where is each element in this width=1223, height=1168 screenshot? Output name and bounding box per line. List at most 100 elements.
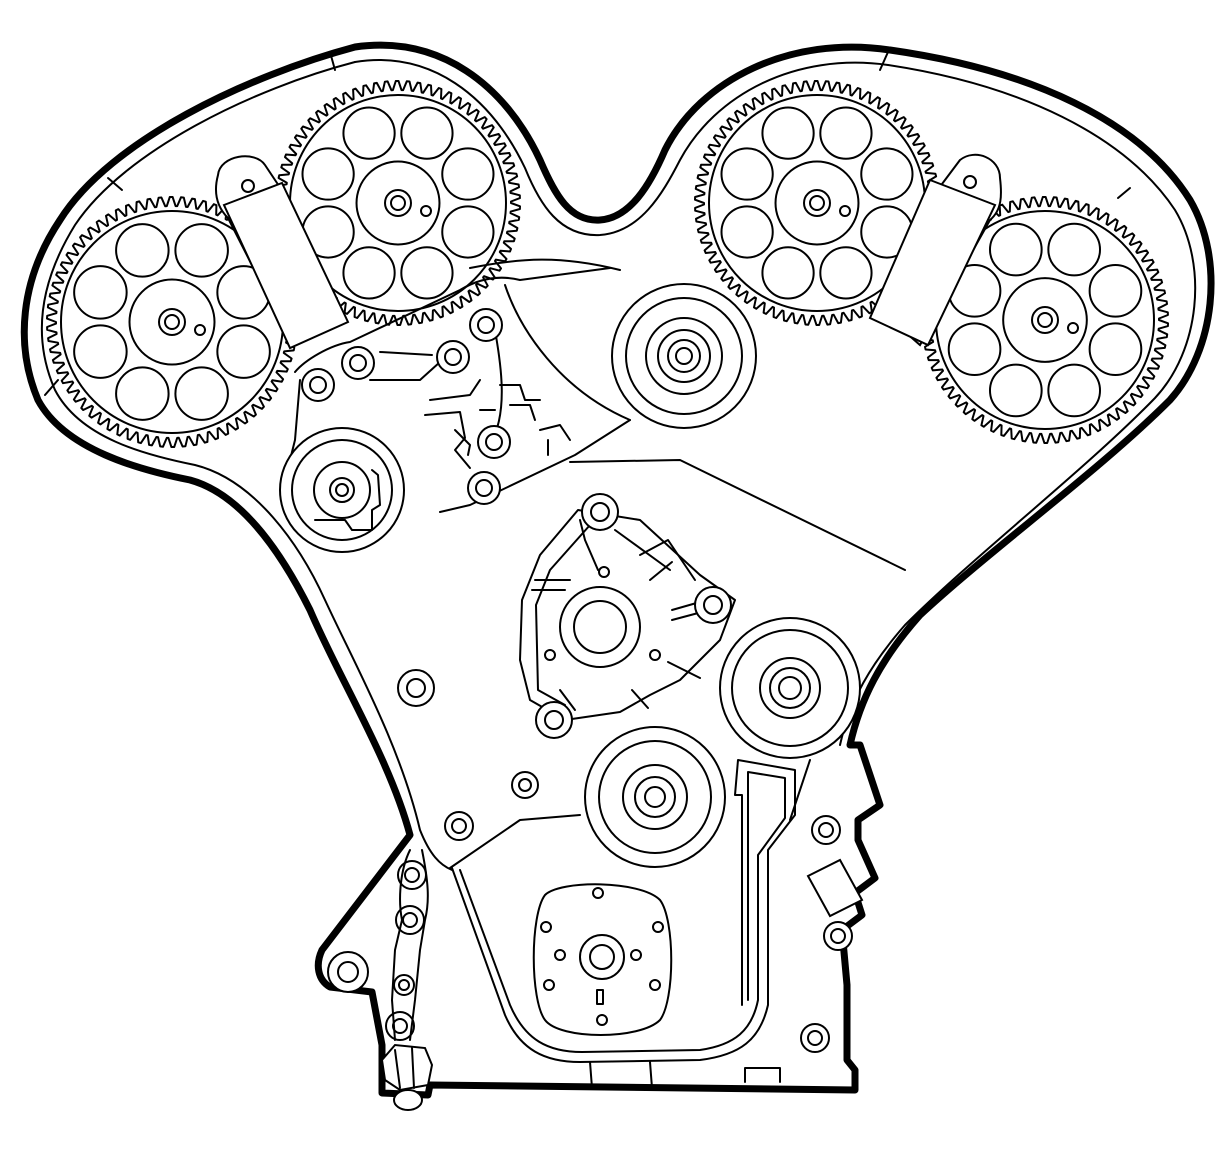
bracket-bolt-right-ring (694, 586, 732, 624)
bracket-bolt-right-ring (703, 595, 723, 615)
bracket-pin (544, 649, 556, 661)
upper-bracket-bolt (341, 346, 375, 380)
right-belt-tensioner (868, 153, 1002, 347)
cover-bolt-ring (807, 1030, 823, 1046)
center-idler-hub-ring (573, 600, 627, 654)
lower-center-idler-pulley-ring (634, 776, 676, 818)
chain-hole-ring (393, 974, 415, 996)
sprocket-hole (73, 265, 128, 320)
upper-center-idler-pulley-ring (611, 283, 757, 429)
sprocket-hole (441, 205, 495, 259)
lower-center-idler-pulley-ring (584, 726, 726, 868)
sprocket-hole (720, 147, 774, 201)
lower-center-idler-pulley-ring (622, 764, 688, 830)
sprocket-hole (1088, 322, 1143, 377)
bracket-pin-ring (598, 566, 610, 578)
upper-bracket-bolt-ring (309, 376, 327, 394)
bracket-bolt-top (581, 493, 619, 531)
lower-right-idler-pulley-ring (731, 629, 849, 747)
sprocket-bolt (158, 308, 186, 336)
cover-bolt (444, 811, 474, 841)
upper-bracket-bolt-ring (301, 368, 335, 402)
sprocket-hole (174, 366, 229, 421)
sprocket-hole (1047, 363, 1102, 418)
sprocket-hole (860, 147, 914, 201)
cover-bolt (811, 815, 841, 845)
lower-center-idler-pulley (584, 726, 726, 868)
center-idler-hub-ring (559, 586, 641, 668)
sprocket-hole (761, 246, 815, 300)
sprocket-dowel (839, 205, 851, 217)
upper-center-idler-pulley (611, 283, 757, 429)
cover-bolt-ring (451, 818, 467, 834)
sprocket-dowel (420, 205, 432, 217)
lower-right-idler-pulley (719, 617, 861, 759)
cover-bolt-ring (406, 678, 426, 698)
cover-bolt-ring (818, 822, 834, 838)
upper-bracket-bolt (436, 340, 470, 374)
bracket-bolt-bottom (535, 701, 573, 739)
sprocket-hole (761, 106, 815, 160)
upper-bracket-bolt (477, 425, 511, 459)
chain-hole (393, 974, 415, 996)
left-tensioner-pulley-ring (329, 477, 355, 503)
sprocket-dowel (194, 324, 206, 336)
left-tensioner-pulley-ring (291, 439, 393, 541)
cover-bolt-ring (830, 928, 846, 944)
sprocket-hole (988, 222, 1043, 277)
oil-pump-housing (532, 883, 673, 1036)
right-inner-camshaft-sprocket (694, 80, 940, 326)
lower-right-idler-pulley-ring (719, 617, 861, 759)
cover-bolt-ring (444, 811, 474, 841)
chain-hole-ring (398, 979, 410, 991)
cover-bolt-ring (397, 669, 435, 707)
bracket-pin (598, 566, 610, 578)
cover-mount-hole-ring (327, 951, 369, 993)
sprocket-hole (174, 223, 229, 278)
upper-bracket-bolt (301, 368, 335, 402)
lower-right-idler-pulley-ring (769, 667, 811, 709)
upper-bracket-bolt-ring (436, 340, 470, 374)
sprocket-hole (720, 205, 774, 259)
sprocket-hole (115, 223, 170, 278)
lower-right-idler-pulley-ring (778, 676, 802, 700)
bracket-pin-ring (544, 649, 556, 661)
upper-bracket-bolt (469, 308, 503, 342)
cover-inner-outline-right (354, 59, 1197, 746)
sprocket-bolt (384, 189, 412, 217)
sprocket-hole (400, 246, 454, 300)
sprocket-hole (342, 106, 396, 160)
sprocket-hole (1088, 263, 1143, 318)
upper-bracket-bolt-ring (469, 308, 503, 342)
cover-bolt (397, 669, 435, 707)
tensioner-keyway (314, 469, 381, 531)
lower-left-hex-bolt (380, 1043, 434, 1111)
upper-center-idler-pulley-ring (625, 297, 743, 415)
upper-bracket-bolt-ring (349, 354, 367, 372)
bracket-bolt-top-ring (581, 493, 619, 531)
upper-center-idler-pulley-ring (667, 339, 701, 373)
lower-center-idler-pulley-ring (598, 740, 712, 854)
upper-bracket-bolt-ring (475, 479, 493, 497)
sprocket-hole (819, 106, 873, 160)
bracket-bolt-bottom-ring (544, 710, 564, 730)
upper-bracket-bolt-ring (477, 425, 511, 459)
right-outer-camshaft-sprocket (921, 196, 1169, 444)
left-belt-tensioner (214, 155, 350, 350)
sprocket-hub (774, 160, 860, 246)
center-idler-hub (559, 586, 641, 668)
left-tensioner-pulley-ring (279, 427, 405, 553)
sprocket-bolt (1031, 306, 1059, 334)
chain-hole-ring (404, 867, 420, 883)
cover-bolt (511, 771, 539, 799)
bracket-pin (649, 649, 661, 661)
bracket-bolt-right (694, 586, 732, 624)
left-tensioner-pulley-ring (335, 483, 349, 497)
sprocket-bolt (803, 189, 831, 217)
cover-bolt-ring (800, 1023, 830, 1053)
cover-mount-hole (327, 951, 369, 993)
left-tensioner-pulley-ring (313, 461, 371, 519)
cover-bolt-ring (511, 771, 539, 799)
